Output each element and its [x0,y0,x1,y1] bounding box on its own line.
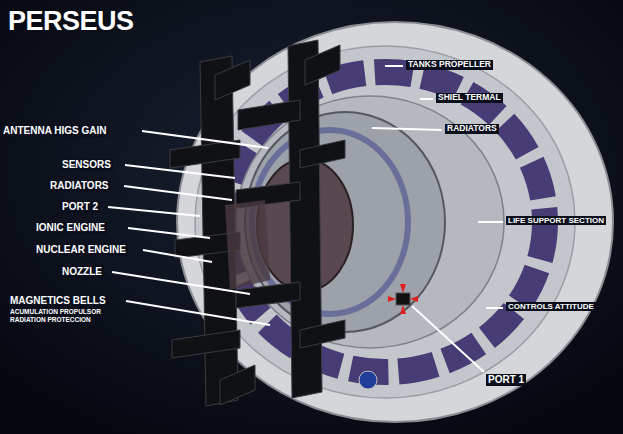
part-label: LIFE SUPPORT SECTION [506,216,606,225]
part-label: NOZZLE [60,266,104,278]
part-label: PORT 1 [486,374,526,386]
part-label: RADIATION PROTECCION [8,316,93,323]
part-label: TANKS PROPELLER [406,60,493,70]
part-label: SENSORS [60,159,113,171]
part-label: CONTROLS ATTITUDE [506,302,596,311]
part-label: MAGNETICS BELLS [8,295,108,307]
part-label: ANTENNA HIGS GAIN [1,125,109,137]
part-label: ACUMULATION PROPULSOR [8,308,103,315]
part-label: NUCLEAR ENGINE [34,244,128,256]
diagram-title: PERSEUS [8,6,134,37]
part-label: SHIEL TERMAL [436,93,503,103]
part-label: RADIATORS [445,124,499,134]
part-label: PORT 2 [60,201,100,213]
part-label: IONIC ENGINE [34,222,107,234]
part-label: RADIATORS [48,180,111,192]
